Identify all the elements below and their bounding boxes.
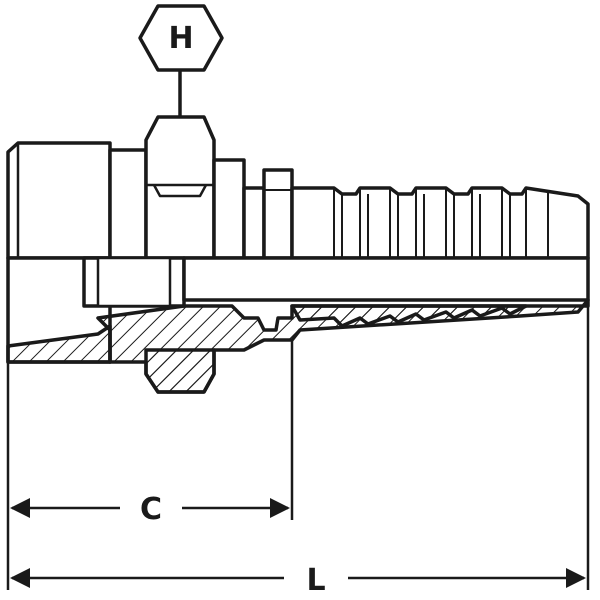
neck-collar (108, 148, 148, 260)
flange (212, 158, 246, 260)
hex-label-hexagon (138, 4, 224, 72)
barbed-tail-upper (290, 186, 590, 260)
neck (242, 186, 266, 260)
dimension-c-label: C (140, 492, 162, 527)
hex-label: H (168, 21, 193, 56)
extension-lines (6, 300, 590, 590)
hex-size-marker (138, 4, 224, 116)
dimension-l-label: L (306, 563, 325, 598)
lower-section-view (6, 256, 590, 394)
threaded-end (6, 141, 112, 260)
tail-bore (182, 256, 590, 302)
collar-ring (262, 168, 294, 260)
section-barb-teeth (290, 304, 528, 328)
hex-nut-lower (144, 348, 216, 394)
upper-external-view (6, 115, 590, 260)
